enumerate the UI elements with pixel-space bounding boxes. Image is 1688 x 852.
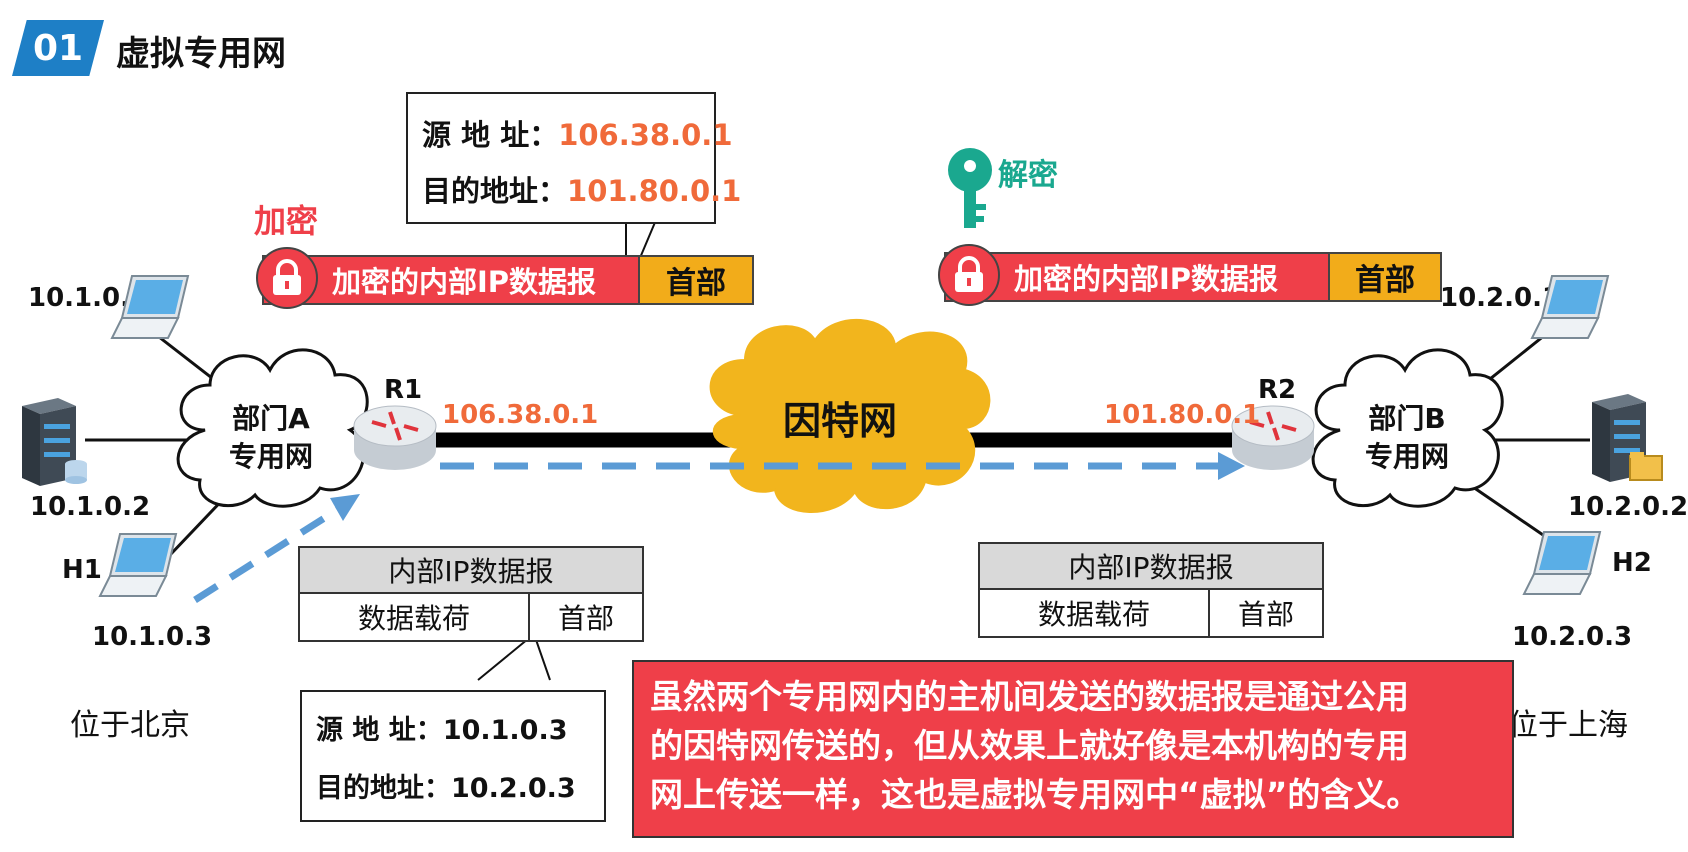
laptop-icon <box>1522 531 1602 595</box>
datagram-title: 内部IP数据报 <box>300 548 642 594</box>
dst-label: 目的地址： <box>316 773 451 804</box>
lock-icon <box>256 247 318 309</box>
path-arrow-h1-to-r1 <box>193 502 347 603</box>
callout-src-row: 源 地 址：106.38.0.1 <box>422 112 733 154</box>
packet-header: 首部 <box>640 255 754 305</box>
packet-header: 首部 <box>1330 252 1442 302</box>
r1-address-callout: 源 地 址：106.38.0.1 目的地址：101.80.0.1 <box>406 92 741 224</box>
laptop-icon <box>98 533 178 597</box>
encrypted-packet-right: 加密的内部IP数据报 首部 <box>944 252 1442 302</box>
encrypted-packet-left: 加密的内部IP数据报 首部 <box>262 255 754 305</box>
router-icon <box>353 405 437 470</box>
packet-body: 加密的内部IP数据报 <box>944 252 1330 302</box>
packet-body: 加密的内部IP数据报 <box>262 255 640 305</box>
encrypt-label: 加密 <box>254 202 319 240</box>
cloud-b-shape <box>1311 348 1504 508</box>
datagram-header: 首部 <box>557 602 614 635</box>
inner-datagram-left: 内部IP数据报 数据载荷 首部 <box>298 546 644 642</box>
server-icon <box>1592 394 1663 482</box>
location-a: 位于北京 <box>70 708 190 743</box>
host-b1-ip: 10.2.0.1 <box>1440 283 1561 313</box>
host-b2-ip: 10.2.0.2 <box>1568 492 1688 522</box>
page-title: 虚拟专用网 <box>116 34 286 74</box>
cloud-a-label: 部门A 专用网 <box>206 400 336 476</box>
lock-icon <box>938 244 1000 306</box>
cloud-a-shape <box>176 348 369 508</box>
laptop-icon <box>1530 275 1610 339</box>
key-icon <box>942 148 998 236</box>
callout-dst-row: 目的地址：10.2.0.3 <box>316 766 576 805</box>
src-label: 源 地 址： <box>316 715 443 746</box>
host-h1-name: H1 <box>62 555 102 585</box>
section-number-badge: 01 <box>12 20 104 76</box>
internet-label: 因特网 <box>782 399 897 443</box>
dst-ip: 10.2.0.3 <box>451 773 576 804</box>
src-label: 源 地 址： <box>422 118 559 152</box>
callout-src-row: 源 地 址：10.1.0.3 <box>316 708 568 747</box>
location-b: 位于上海 <box>1508 708 1628 743</box>
cloud-b-label: 部门B 专用网 <box>1342 400 1472 476</box>
note-line-2: 的因特网传送的，但从效果上就好像是本机构的专用 <box>650 726 1409 765</box>
host-a3-ip: 10.1.0.3 <box>92 622 213 652</box>
cloud-b-line2: 专用网 <box>1364 440 1449 473</box>
section-number: 01 <box>32 27 84 69</box>
router-r1-ip: 106.38.0.1 <box>442 400 599 430</box>
router-r1-name: R1 <box>384 375 423 405</box>
inner-datagram-right: 内部IP数据报 数据载荷 首部 <box>978 542 1324 638</box>
note-line-1: 虽然两个专用网内的主机间发送的数据报是通过公用 <box>650 677 1409 716</box>
datagram-payload: 数据载荷 <box>300 594 530 640</box>
host-a2-ip: 10.1.0.2 <box>30 492 151 522</box>
router-r2-ip: 101.80.0.1 <box>1104 400 1261 430</box>
src-ip: 106.38.0.1 <box>558 118 733 152</box>
host-h2-name: H2 <box>1612 548 1652 578</box>
laptop-icon <box>110 275 190 339</box>
explanation-note: 虽然两个专用网内的主机间发送的数据报是通过公用 的因特网传送的，但从效果上就好像… <box>632 660 1514 838</box>
cloud-a-line2: 专用网 <box>228 440 313 473</box>
cloud-a-line1: 部门A <box>232 402 310 435</box>
datagram-payload: 数据载荷 <box>980 590 1210 636</box>
router-r2-name: R2 <box>1258 375 1297 405</box>
datagram-header: 首部 <box>1237 598 1294 631</box>
callout-dst-row: 目的地址：101.80.0.1 <box>422 168 741 210</box>
note-line-3: 网上传送一样，这也是虚拟专用网中“虚拟”的含义。 <box>650 775 1420 814</box>
src-ip: 10.1.0.3 <box>442 715 568 746</box>
host-b3-ip: 10.2.0.3 <box>1512 622 1633 652</box>
decrypt-label: 解密 <box>998 158 1058 193</box>
cloud-b-line1: 部门B <box>1368 402 1446 435</box>
dst-label: 目的地址： <box>422 174 568 208</box>
inner-address-callout: 源 地 址：10.1.0.3 目的地址：10.2.0.3 <box>300 690 606 822</box>
router-icon <box>1231 405 1315 470</box>
datagram-title: 内部IP数据报 <box>980 544 1322 590</box>
dst-ip: 101.80.0.1 <box>567 174 742 208</box>
server-icon <box>22 398 87 486</box>
